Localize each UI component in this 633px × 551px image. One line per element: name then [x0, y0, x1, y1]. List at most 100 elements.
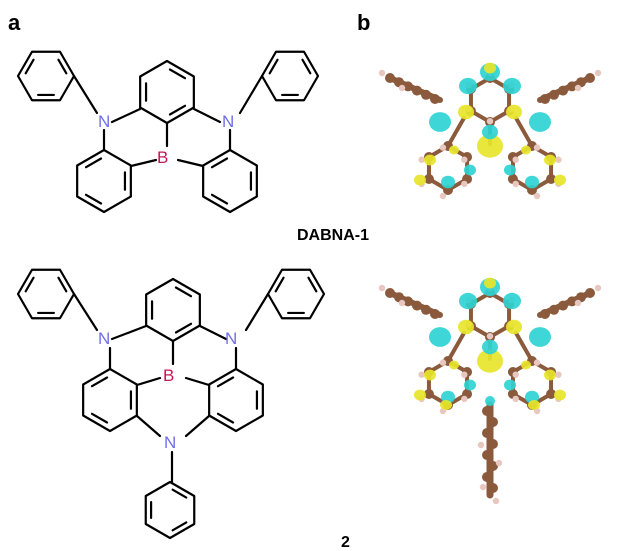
orbital-lobe: [414, 389, 426, 401]
carbon-atom: [567, 81, 577, 92]
ring-bottom-left-double-bond: [84, 193, 103, 205]
carbon-atom: [385, 288, 395, 298]
bond-n-core-left: [110, 324, 148, 341]
orbital-lobe: [429, 327, 451, 347]
bond-n-phenyl-left: [72, 74, 99, 115]
compound2-structure: [16, 268, 326, 540]
hydrogen-atom: [555, 156, 562, 163]
orbital-lobe: [449, 145, 459, 155]
bond-b-left: [129, 158, 158, 168]
bond-n-phenyl-right: [244, 292, 270, 332]
compound2-n-left: N: [98, 329, 110, 348]
dabna1-label: DABNA-1: [297, 227, 369, 244]
compound2-label: 2: [341, 534, 350, 551]
bond-n-phenyl-left: [72, 292, 99, 332]
ring-phenyl-right: [266, 268, 326, 320]
ring-phenyl-left-double-bond: [24, 58, 35, 75]
orbital-lobe: [506, 104, 522, 120]
ring-bottom-right-double-bond: [216, 412, 235, 424]
hydrogen-atom: [439, 192, 447, 200]
orbital-lobe: [506, 319, 522, 335]
ring-phenyl-right-double-bond: [301, 58, 312, 75]
orbital-lobe: [529, 112, 551, 132]
hydrogen-atom: [555, 371, 562, 378]
orbital-lobe: [521, 360, 531, 370]
carbon-atom: [488, 417, 498, 427]
carbon-atom: [558, 300, 568, 311]
bond-stick: [514, 116, 534, 148]
dabna1-n-left: N: [98, 112, 110, 131]
carbon-atom: [567, 296, 577, 307]
dabna1-n-right: N: [222, 112, 234, 131]
carbon-atom: [403, 81, 413, 92]
hydrogen-atom: [461, 156, 468, 163]
ring-phenyl-left: [16, 50, 76, 102]
orbital-lobe: [464, 379, 476, 391]
carbon-atom: [585, 73, 595, 83]
orbital-lobe: [544, 369, 556, 381]
orbital-lobe: [528, 400, 540, 410]
orbital-lobe: [458, 319, 474, 335]
hydrogen-atom: [378, 284, 386, 292]
carbon-atom: [421, 304, 431, 315]
hydrogen-atom: [461, 180, 468, 188]
hydrogen-atom: [418, 371, 425, 378]
carbon-atom: [488, 483, 498, 493]
orbital-lobe: [440, 400, 452, 410]
carbon-atom: [394, 77, 404, 88]
orbital-lobe: [544, 154, 556, 166]
orbital-lobe: [485, 396, 495, 406]
carbon-atom: [412, 85, 422, 96]
hydrogen-atom: [461, 371, 468, 378]
orbital-lobe: [525, 175, 539, 189]
hydrogen-atom: [594, 284, 602, 292]
orbital-lobe: [529, 327, 551, 347]
orbital-lobe: [504, 379, 516, 391]
orbital-lobe: [503, 77, 521, 95]
orbital-lobe: [482, 124, 498, 140]
carbon-atom: [385, 73, 395, 83]
dabna1-orbital-model: [378, 62, 602, 200]
ring-bottom-right: [208, 367, 264, 433]
orbital-lobe: [504, 164, 516, 176]
ring-top-center-double-bond: [168, 68, 187, 80]
hydrogen-atom: [533, 192, 541, 200]
ring-bottom-left-double-bond: [84, 157, 103, 169]
compound2-n-right: N: [225, 329, 237, 348]
orbital-lobe: [503, 292, 521, 310]
bond-n-core-left: [110, 107, 142, 124]
carbon-atom: [421, 89, 431, 100]
panel-label-a: a: [8, 10, 21, 35]
bond-stick: [446, 116, 466, 148]
orbital-lobe: [554, 174, 566, 186]
bond-b-left: [135, 376, 162, 387]
hydrogen-atom: [398, 84, 406, 92]
orbital-lobe: [459, 77, 477, 95]
ring-phenyl-right: [260, 50, 320, 102]
carbon-atom: [430, 309, 440, 319]
ring-bottom-right: [202, 148, 258, 214]
hydrogen-atom: [492, 497, 500, 505]
orbital-lobe: [441, 175, 455, 189]
carbon-atom: [549, 304, 559, 315]
hydrogen-atom: [439, 359, 447, 366]
hydrogen-atom: [477, 441, 485, 449]
ring-phenyl-left-double-bond: [24, 276, 35, 293]
ring-top-center: [139, 59, 195, 125]
carbon-atom: [558, 85, 568, 96]
hydrogen-atom: [398, 299, 406, 307]
bond-b-right: [176, 158, 205, 168]
carbon-atom: [482, 406, 492, 416]
hydrogen-atom: [378, 69, 386, 77]
hydrogen-atom: [512, 371, 519, 378]
orbital-lobe: [459, 292, 477, 310]
carbon-atom: [482, 472, 492, 482]
panel-label-b: b: [357, 10, 370, 35]
ring-bottom-right-double-bond: [210, 193, 229, 205]
orbital-lobe: [521, 145, 531, 155]
hydrogen-atom: [439, 144, 447, 151]
hydrogen-atom: [418, 156, 425, 163]
bond-n-bottom-right: [184, 414, 211, 438]
hydrogen-atom: [533, 144, 541, 151]
